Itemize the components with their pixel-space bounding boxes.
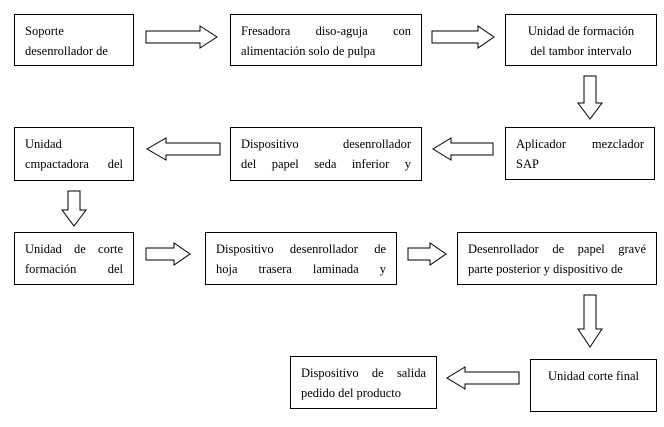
box-text-line: alimentación solo de pulpa [241, 44, 376, 58]
box-dispositivo-desenrollador-hoja-trasera: Dispositivo desenrollador de hoja traser… [205, 232, 397, 285]
box-text-line: cmpactadora del [25, 157, 123, 171]
arrow-right-icon [407, 242, 447, 266]
box-fresadora: Fresadora diso-aguja con alimentación so… [230, 14, 422, 66]
box-text-line: SAP [516, 157, 539, 171]
box-text-line: Unidad [25, 137, 62, 151]
box-unidad-corte-formacion: Unidad de corte formación del [14, 232, 134, 285]
box-text-line: Unidad de corte [25, 242, 123, 256]
box-text-line: Dispositivo de salida [301, 366, 426, 380]
box-text-line: Unidad de formación [527, 24, 635, 38]
box-text-line: parte posterior y dispositivo de [468, 262, 623, 276]
box-text-line: pedido del producto [301, 386, 401, 400]
box-text-line: Fresadora diso-aguja con [241, 24, 411, 38]
box-desenrollador-papel-grave: Desenrollador de papel gravé parte poste… [457, 232, 657, 285]
box-text-line: Unidad corte final [548, 369, 639, 383]
arrow-down-icon [577, 75, 603, 120]
arrow-right-icon [145, 25, 218, 49]
box-unidad-corte-final: Unidad corte final [530, 359, 657, 412]
box-unidad-compactadora: Unidad cmpactadora del [14, 127, 134, 181]
box-dispositivo-salida-producto: Dispositivo de salida pedido del product… [290, 356, 437, 409]
box-text-line: hoja trasera laminada y [216, 262, 386, 276]
box-text-line: Desenrollador de papel gravé [468, 242, 646, 256]
arrow-right-icon [145, 242, 191, 266]
arrow-right-icon [431, 25, 495, 49]
box-text-line: desenrollador de [25, 44, 108, 58]
box-text-line: Soporte [25, 24, 64, 38]
box-text-line: formación del [25, 262, 123, 276]
box-text-line: Aplicador mezclador [516, 137, 644, 151]
box-text-line: del papel seda inferior y [241, 157, 411, 171]
box-text-line: del tambor intervalo [530, 44, 632, 58]
arrow-left-icon [432, 137, 494, 161]
box-soporte-desenrollador: Soporte desenrollador de [14, 14, 134, 66]
arrow-left-icon [146, 137, 221, 161]
box-dispositivo-desenrollador-papel-seda: Dispositivo desenrollador del papel seda… [230, 127, 422, 181]
arrow-down-icon [577, 294, 603, 348]
box-aplicador-mezclador-sap: Aplicador mezclador SAP [505, 127, 655, 180]
arrow-left-icon [446, 366, 520, 390]
box-unidad-formacion-tambor: Unidad de formación del tambor intervalo [505, 14, 657, 66]
arrow-down-icon [61, 190, 87, 227]
box-text-line: Dispositivo desenrollador [241, 137, 411, 151]
box-text-line: Dispositivo desenrollador de [216, 242, 386, 256]
